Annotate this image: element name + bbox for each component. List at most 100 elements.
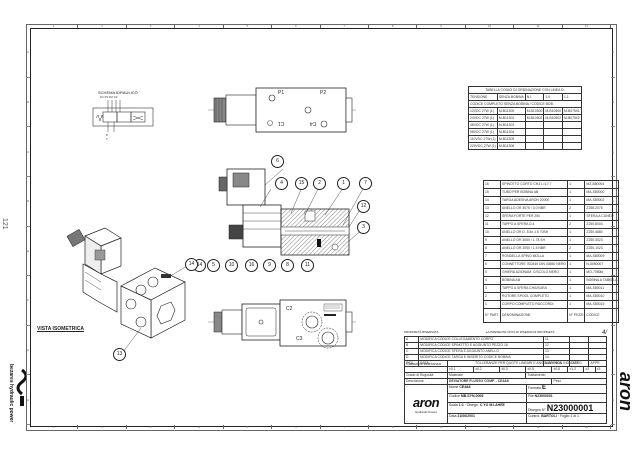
parts-cell-qty: 2 <box>567 204 586 213</box>
parts-cell-desc: TUBO PER BOBINA AB <box>500 188 569 197</box>
callout-14-iso: 14 <box>185 258 198 271</box>
isometric-view-label: VISTA ISOMETRICA <box>37 326 84 332</box>
codes-cell: M-B11304 <box>496 128 526 136</box>
parts-cell-pos: 1 <box>482 300 502 309</box>
ruler-marker: 11 <box>514 24 563 28</box>
drawn-by: C.YO M.I.AHEE <box>479 403 505 407</box>
parts-cell-pos: 5 <box>482 268 502 277</box>
parts-footer-desc: DENOMINAZIONE <box>500 308 569 323</box>
parts-footer-code: CODICE <box>584 308 620 323</box>
codes-cell: M-B11303 <box>496 121 526 129</box>
parts-cell-qty: 1 <box>567 188 586 197</box>
ruler-marker: 2 <box>78 24 127 28</box>
codes-cell <box>543 128 564 136</box>
parts-cell-qty: 1 <box>567 300 586 309</box>
ruler-marker: 8 <box>369 24 418 28</box>
valve-isometric-icon <box>66 227 188 353</box>
parts-cell-qty: 1 <box>567 180 586 189</box>
valve-section-view-icon <box>218 168 366 256</box>
ruler-marker: 5 <box>224 24 273 28</box>
parts-cell-qty: 1 <box>567 260 586 269</box>
ruler-marker: 2 <box>78 425 127 429</box>
callout-8: 8 <box>281 259 294 272</box>
parts-cell-desc: ANELLO OR 3075 / 3.0 NBR <box>500 204 569 213</box>
codes-cell <box>562 128 582 136</box>
callout-15: 15 <box>295 177 308 190</box>
format-value: E <box>542 385 547 391</box>
name-label: Nome <box>449 385 459 389</box>
codes-cell <box>562 142 582 150</box>
codice-label: Codice <box>449 394 460 398</box>
parts-cell-desc: TARGA ADESIVA ARON 20000 <box>500 196 569 205</box>
parts-cell-code: MA-S80015 <box>584 300 620 309</box>
codes-cell: 220VDC 27W (1) <box>468 142 498 150</box>
aron-brand-mark: aron <box>616 372 636 440</box>
approved-label: Control. <box>528 414 541 418</box>
valve-top-view-icon <box>208 87 356 133</box>
ruler-marker: H <box>26 375 30 425</box>
parts-cell-qty: 1 <box>567 276 586 285</box>
ruler-marker: 10 <box>466 24 515 28</box>
section-view: 6 4 15 2 1 7 12 3 14 5 10 16 9 8 11 <box>193 155 380 280</box>
callout-4: 4 <box>275 177 288 190</box>
callout-5: 5 <box>207 259 220 272</box>
codes-header: SENZA BOBINA <box>496 93 526 101</box>
parts-cell-qty: 1 <box>567 268 586 277</box>
ruler-marker: 5 <box>224 425 273 429</box>
codes-cell: M-B10502 <box>543 114 564 122</box>
bottom-view: C2 C3 <box>208 298 356 350</box>
codes-cell <box>562 135 582 143</box>
valve-bottom-view-icon <box>208 299 356 349</box>
ruler-marker: 7 <box>321 425 369 429</box>
approved-by: BARTOLI <box>541 414 557 418</box>
codes-cell: 12VDC 27W (1) <box>468 107 498 115</box>
ruler-marker: B <box>26 78 30 128</box>
ruler-marker: F <box>26 276 30 326</box>
port-label-p1: P1 <box>278 90 285 96</box>
codes-cell: M-B11302 <box>496 114 526 122</box>
revision-header-left: PROPRIETÀ RISERVATA <box>404 330 439 334</box>
file-label: File <box>528 394 534 398</box>
revision-header-mid: LA PRESENTE NOTA DI RISERVA DI PROPRIETÀ <box>485 330 555 334</box>
parts-cell-code: Z258.2075 <box>584 204 620 213</box>
name-value: CE4&6 <box>459 385 471 389</box>
codes-cell <box>543 142 564 150</box>
ruler-marker: H <box>611 375 615 425</box>
ruler-marker: G <box>611 326 615 376</box>
codes-cell: M-B11305 <box>496 135 526 143</box>
ruler-marker: C <box>26 127 30 177</box>
port-label-p2: P2 <box>320 90 327 96</box>
drawn-label: Disegn. <box>466 403 479 407</box>
callout-11: 11 <box>301 259 314 272</box>
codes-cell: M-B07501 <box>562 107 582 115</box>
ruler-marker: 4 <box>175 425 224 429</box>
hydraulic-symbol-icon <box>92 100 154 132</box>
parts-cell-desc: ANELLO OR 3050 / 1.5 NBR <box>500 244 569 253</box>
ruler-marker: B <box>611 78 615 128</box>
parts-cell-pos: 12 <box>482 212 502 221</box>
codice-value: MB.SYN-0006 <box>460 394 484 398</box>
aron-tagline: Hydraulic Power <box>415 409 437 414</box>
parts-footer-pos: N° PART. <box>482 308 502 323</box>
parts-cell-pos: 3 <box>482 284 502 293</box>
page-number: 121 <box>1 218 8 230</box>
isometric-view: 14 13 VISTA ISOMETRICA <box>37 222 198 362</box>
schema-ports-top: C1 P1 P2 C2 <box>100 95 118 99</box>
parts-cell-pos: 7 <box>482 252 502 261</box>
port-label-c1: C1 <box>278 120 285 126</box>
sheet-value: 1 di 1 <box>570 414 579 418</box>
parts-cell-desc: ROTORE SPOOL COMPLETO <box>500 292 569 301</box>
callout-16: 16 <box>245 259 258 272</box>
description-value: DEVIATORE FLUSSO COMP. - CE4&6 <box>446 378 553 385</box>
